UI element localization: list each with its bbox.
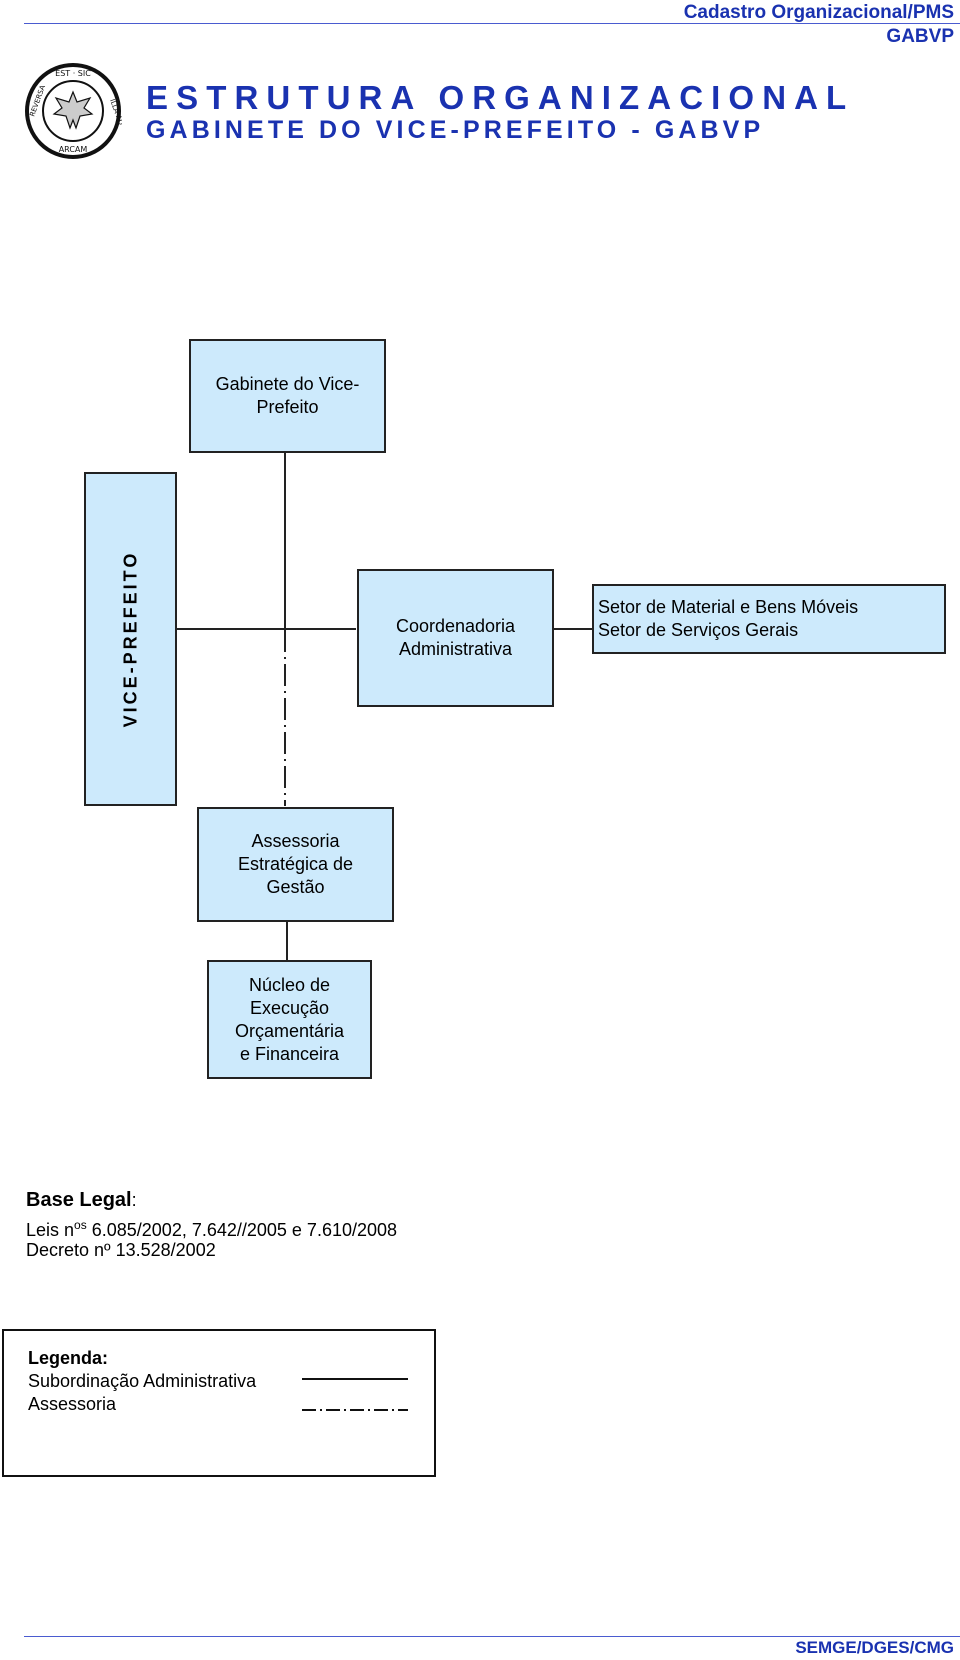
- header-system-name: Cadastro Organizacional/PMS: [683, 2, 954, 23]
- seal-logo: EST · SIC ARCAM REVERSA ILLA AD: [24, 62, 125, 160]
- box-nucleo-line-1: Núcleo de: [248, 974, 331, 995]
- box-vice-prefeito-label: VICE-PREFEITO: [120, 550, 140, 728]
- box-assessoria-line-3: Gestão: [266, 877, 325, 897]
- legend-box: Legenda: Subordinação Administrativa Ass…: [2, 1329, 436, 1477]
- box-coordenadoria-line-1: Coordenadoria: [395, 616, 516, 636]
- footer-rule: [24, 1636, 960, 1637]
- base-legal-leis: Leis nos 6.085/2002, 7.642//2005 e 7.610…: [26, 1214, 397, 1242]
- box-coordenadoria-administrativa: Coordenadoria Administrativa: [357, 569, 554, 707]
- leis-prefix: Leis n: [26, 1220, 75, 1240]
- box-vice-prefeito: VICE-PREFEITO: [84, 472, 177, 806]
- connector-coordenadoria-setores: [554, 628, 592, 630]
- box-setores: Setor de Material e Bens Móveis Setor de…: [592, 584, 946, 654]
- svg-text:EST · SIC: EST · SIC: [55, 69, 91, 78]
- box-nucleo-line-4: e Financeira: [239, 1043, 340, 1064]
- box-assessoria-line-2: Estratégica de: [237, 854, 354, 874]
- box-nucleo-line-2: Execução: [249, 997, 330, 1018]
- page-title: ESTRUTURA ORGANIZACIONAL: [146, 79, 855, 116]
- base-legal-heading: Base Legal:: [26, 1189, 137, 1212]
- page-subtitle: GABINETE DO VICE-PREFEITO - GABVP: [146, 116, 765, 144]
- connector-assessoria-dashdot: [283, 630, 287, 806]
- legend-dashed-label: Assessoria: [28, 1394, 117, 1414]
- box-gabinete-vice-prefeito: Gabinete do Vice- Prefeito: [189, 339, 386, 453]
- svg-text:ARCAM: ARCAM: [59, 145, 88, 154]
- legend-solid-label: Subordinação Administrativa: [28, 1371, 257, 1391]
- box-setor-material: Setor de Material e Bens Móveis: [598, 597, 859, 617]
- box-gabinete-line-2: Prefeito: [256, 397, 319, 417]
- leis-superscript: os: [74, 1218, 87, 1232]
- header-rule: [24, 23, 960, 24]
- connector-vice-coordenadoria: [176, 628, 356, 630]
- box-nucleo-execucao: Núcleo de Execução Orçamentária e Financ…: [207, 960, 372, 1079]
- box-assessoria-line-1: Assessoria: [251, 831, 340, 851]
- box-nucleo-line-3: Orçamentária: [234, 1020, 345, 1041]
- leis-numbers: 6.085/2002, 7.642//2005 e 7.610/2008: [86, 1220, 398, 1240]
- box-setor-servicos: Setor de Serviços Gerais: [598, 620, 799, 640]
- box-assessoria-estrategica: Assessoria Estratégica de Gestão: [197, 807, 394, 922]
- footer-code: SEMGE/DGES/CMG: [795, 1638, 954, 1657]
- connector-assessoria-nucleo: [286, 920, 288, 960]
- legend-dashdot-line: [302, 1399, 408, 1411]
- header-unit-code: GABVP: [886, 26, 954, 47]
- connector-gabinete-down: [284, 452, 286, 628]
- box-gabinete-line-1: Gabinete do Vice-: [215, 374, 360, 394]
- base-legal-colon: :: [131, 1190, 137, 1210]
- legend-heading: Legenda:: [28, 1348, 109, 1368]
- base-legal-label: Base Legal: [26, 1189, 132, 1211]
- box-coordenadoria-line-2: Administrativa: [398, 639, 513, 659]
- base-legal-decreto: Decreto nº 13.528/2002: [26, 1240, 216, 1260]
- legend-solid-line: [302, 1378, 408, 1380]
